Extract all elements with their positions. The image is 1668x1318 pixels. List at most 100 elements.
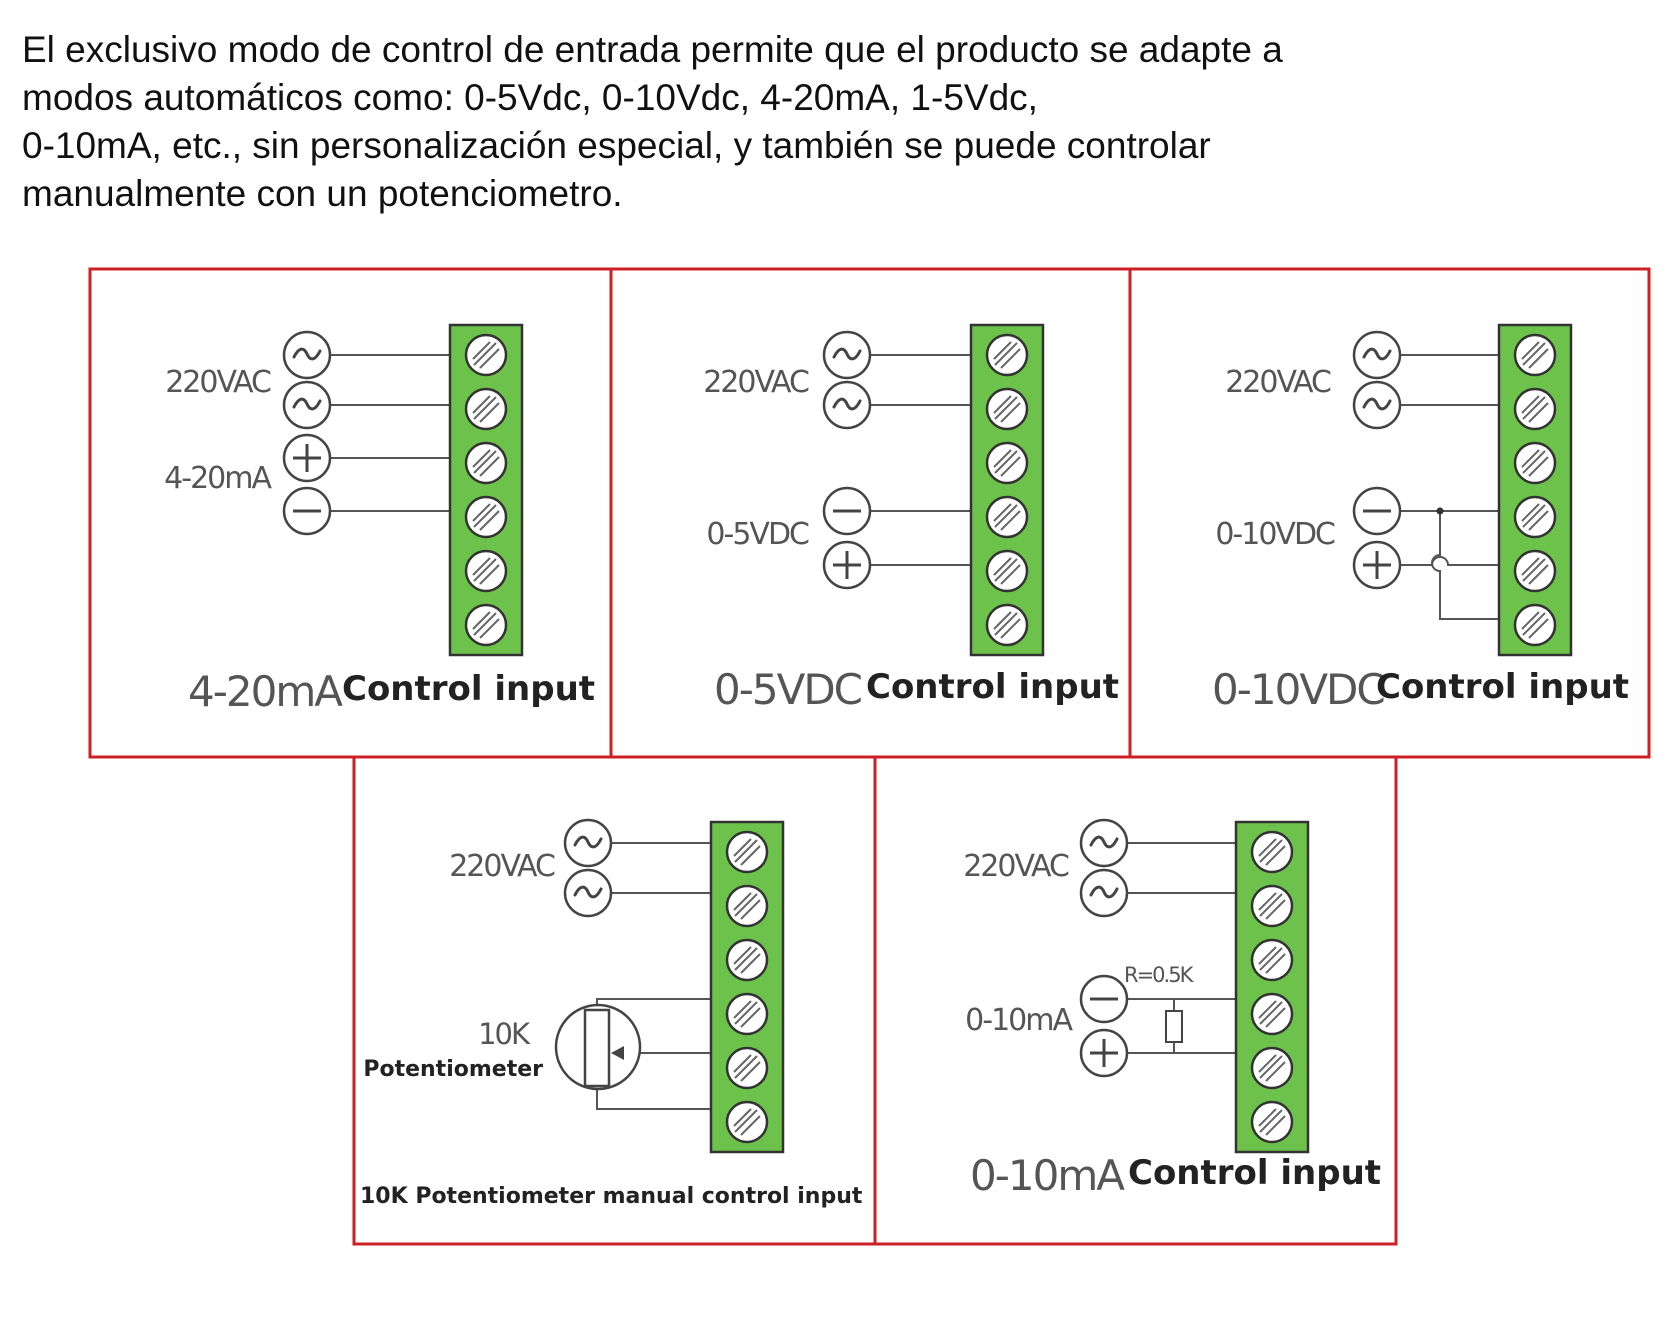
screw-slot-icon — [1522, 396, 1546, 420]
panel-frames — [88, 267, 1651, 1246]
screw-slot-icon — [994, 450, 1018, 474]
tilde-icon — [573, 885, 603, 899]
screw-slot-icon — [473, 558, 497, 582]
screw-slot-icon — [734, 1109, 758, 1133]
resistor-icon — [1165, 1010, 1183, 1043]
screw-slot-icon — [472, 449, 491, 468]
screw-slot-icon — [473, 342, 497, 366]
screw-slot-icon — [473, 504, 497, 528]
panel3-signal-label: 0-10VDC — [1215, 517, 1335, 552]
screw-slot-icon — [1000, 510, 1021, 531]
screw-slot-icon — [1521, 449, 1540, 468]
terminal-screw-icon — [985, 387, 1029, 431]
screw-slot-icon — [472, 395, 491, 414]
terminal-screw-icon — [1250, 1100, 1294, 1144]
tilde-icon — [573, 835, 603, 849]
screw-slot-icon — [993, 395, 1012, 414]
intro-line-2: modos automáticos como: 0-5Vdc, 0-10Vdc,… — [22, 77, 1038, 118]
wiper-arrow-icon — [611, 1046, 624, 1060]
terminal-strip-1 — [448, 323, 524, 657]
terminal-screw-icon — [725, 938, 769, 982]
terminal-screw-icon — [1250, 884, 1294, 928]
screw-slot-icon — [1521, 341, 1540, 360]
panel4-caption-text: 10K Potentiometer manual control input — [360, 1184, 863, 1209]
screw-slot-icon — [1259, 947, 1283, 971]
screw-slot-icon — [479, 348, 500, 369]
screw-slot-icon — [993, 503, 1012, 522]
screw-slot-icon — [479, 510, 500, 531]
terminal-screw-icon — [1513, 333, 1557, 377]
screw-slot-icon — [1000, 564, 1021, 585]
panel4-supply-label: 220VAC — [449, 849, 555, 884]
screw-slot-icon — [740, 1115, 761, 1136]
screw-slot-icon — [1259, 893, 1283, 917]
screw-slot-icon — [473, 450, 497, 474]
panel2-signal-label: 0-5VDC — [706, 517, 809, 552]
screw-slot-icon — [993, 341, 1012, 360]
screw-slot-icon — [1265, 1007, 1286, 1028]
screw-slot-icon — [733, 946, 752, 965]
panel-frame-5 — [873, 755, 1398, 1246]
screw-slot-icon — [740, 1007, 761, 1028]
screw-slot-icon — [1521, 557, 1540, 576]
panel2-caption-signal: 0-5VDC — [714, 665, 862, 714]
screw-slot-icon — [1265, 1061, 1286, 1082]
screw-slot-icon — [1259, 1001, 1283, 1025]
screw-slot-icon — [734, 1055, 758, 1079]
panel1-supply-label: 220VAC — [165, 365, 271, 400]
wire — [596, 1086, 711, 1110]
resistor-label: R=0.5K — [1124, 963, 1195, 987]
crossing-wire — [1425, 556, 1499, 566]
terminal-screw-icon — [464, 603, 508, 647]
screw-slot-icon — [1258, 1000, 1277, 1019]
terminal-screw-icon — [1513, 441, 1557, 485]
terminal-screw-icon — [1513, 495, 1557, 539]
terminal-screw-icon — [464, 549, 508, 593]
terminal-screw-icon — [985, 495, 1029, 539]
intro-text: El exclusivo modo de control de entrada … — [22, 26, 1582, 218]
screw-slot-icon — [1528, 564, 1549, 585]
panel5-supply-label: 220VAC — [963, 849, 1069, 884]
screw-slot-icon — [1258, 892, 1277, 911]
screw-slot-icon — [472, 611, 491, 630]
panel1-signal-label: 4-20mA — [164, 461, 272, 496]
screw-slot-icon — [733, 1000, 752, 1019]
terminal-screw-icon — [464, 441, 508, 485]
terminal-screw-icon — [1250, 992, 1294, 1036]
screw-slot-icon — [1522, 558, 1546, 582]
screw-slot-icon — [1522, 612, 1546, 636]
panel4-pot-label: Potentiometer — [363, 1057, 543, 1082]
screw-slot-icon — [734, 839, 758, 863]
screw-slot-icon — [1000, 456, 1021, 477]
intro-line-4: manualmente con un potenciometro. — [22, 173, 623, 214]
panel3-caption-signal: 0-10VDC — [1212, 665, 1384, 714]
screw-slot-icon — [1528, 456, 1549, 477]
screw-slot-icon — [1258, 1108, 1277, 1127]
screw-slot-icon — [1258, 1054, 1277, 1073]
screw-slot-icon — [1528, 618, 1549, 639]
panel1-caption-text: Control input — [342, 669, 595, 709]
screw-slot-icon — [1522, 450, 1546, 474]
tilde-icon — [292, 347, 322, 361]
screw-slot-icon — [1521, 395, 1540, 414]
screw-slot-icon — [740, 845, 761, 866]
terminal-strip-2 — [969, 323, 1045, 657]
potentiometer-body-icon — [583, 1008, 611, 1088]
terminal-screw-icon — [985, 603, 1029, 647]
screw-slot-icon — [734, 947, 758, 971]
junction-dot — [1436, 507, 1444, 515]
screw-slot-icon — [740, 1061, 761, 1082]
panel5-caption-text: Control input — [1128, 1153, 1381, 1193]
tilde-icon — [292, 397, 322, 411]
terminal-screw-icon — [1250, 938, 1294, 982]
screw-slot-icon — [994, 504, 1018, 528]
tilde-icon — [832, 347, 862, 361]
screw-slot-icon — [733, 838, 752, 857]
screw-slot-icon — [472, 557, 491, 576]
panel-frame-4 — [352, 755, 877, 1246]
screw-slot-icon — [1528, 402, 1549, 423]
screw-slot-icon — [479, 564, 500, 585]
screw-slot-icon — [740, 953, 761, 974]
screw-slot-icon — [479, 402, 500, 423]
